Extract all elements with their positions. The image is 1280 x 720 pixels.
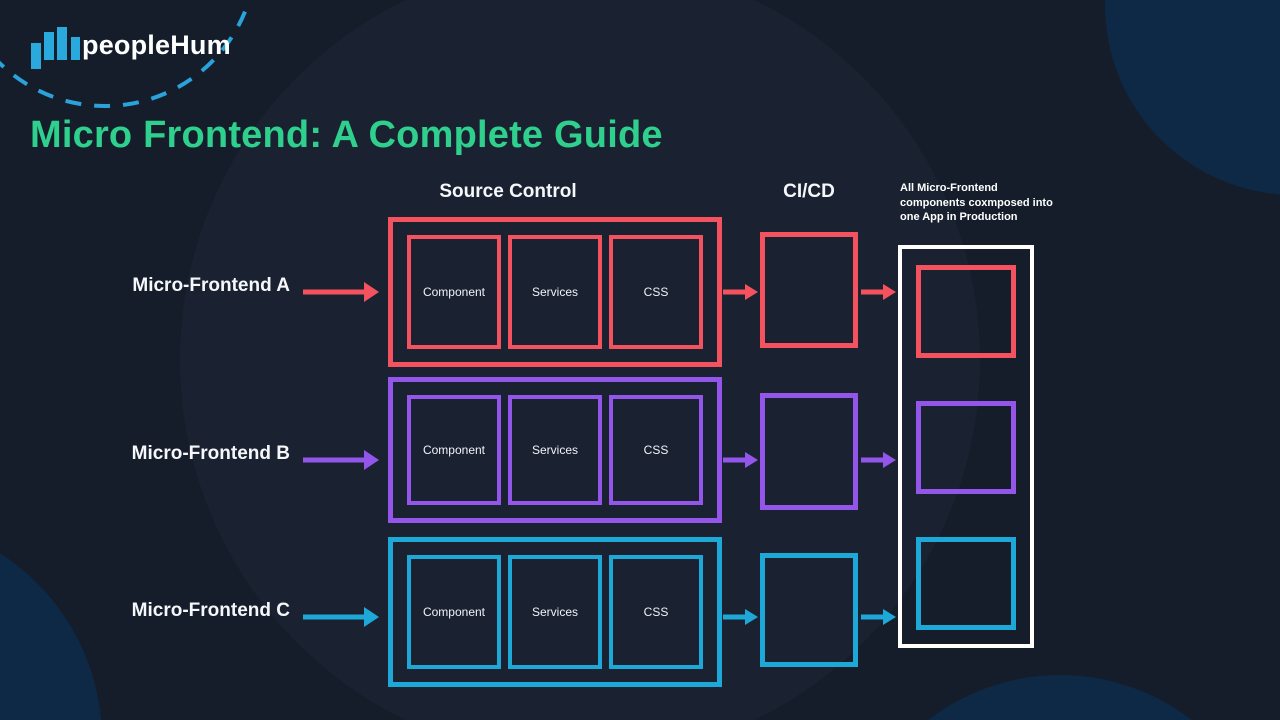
css-box-c: CSS (609, 555, 703, 669)
services-box-b: Services (508, 395, 602, 505)
source-control-header: Source Control (439, 181, 577, 202)
background-circle-bottom-right (845, 675, 1275, 720)
production-caption: All Micro-Frontend components coxmposed … (900, 182, 1053, 224)
page-title: Micro Frontend: A Complete Guide (30, 114, 663, 156)
background-circle-top-right (1105, 0, 1280, 195)
brand-logo: peopleHum (31, 27, 291, 73)
arrow-source-to-cicd-a (723, 280, 758, 304)
services-box-c: Services (508, 555, 602, 669)
dashed-arc-decoration (0, 0, 252, 108)
arrow-label-to-source-a (303, 280, 379, 304)
cicd-box-b (760, 393, 858, 510)
arrow-cicd-to-production-c (861, 605, 896, 629)
arrow-source-to-cicd-b (723, 448, 758, 472)
cicd-box-a (760, 232, 858, 348)
production-square-b (916, 401, 1016, 494)
css-box-a: CSS (609, 235, 703, 349)
component-box-c: Component (407, 555, 501, 669)
row-label-c: Micro-Frontend C (131, 600, 290, 621)
cicd-header: CI/CD (783, 181, 835, 202)
background-glow-circle (180, 0, 980, 720)
source-control-box-a: Component Services CSS (388, 217, 722, 367)
production-square-c (916, 537, 1016, 630)
arrow-label-to-source-c (303, 605, 379, 629)
source-control-box-c: Component Services CSS (388, 537, 722, 687)
source-control-box-b: Component Services CSS (388, 377, 722, 523)
brand-name: peopleHum (82, 30, 231, 60)
production-container (898, 245, 1034, 648)
cicd-box-c (760, 553, 858, 667)
row-label-a: Micro-Frontend A (132, 275, 290, 296)
arrow-source-to-cicd-c (723, 605, 758, 629)
component-box-b: Component (407, 395, 501, 505)
component-box-a: Component (407, 235, 501, 349)
row-label-b: Micro-Frontend B (131, 443, 290, 464)
css-box-b: CSS (609, 395, 703, 505)
arrow-label-to-source-b (303, 448, 379, 472)
services-box-a: Services (508, 235, 602, 349)
arrow-cicd-to-production-a (861, 280, 896, 304)
bar-chart-logo-icon (31, 27, 81, 69)
production-square-a (916, 265, 1016, 358)
arrow-cicd-to-production-b (861, 448, 896, 472)
